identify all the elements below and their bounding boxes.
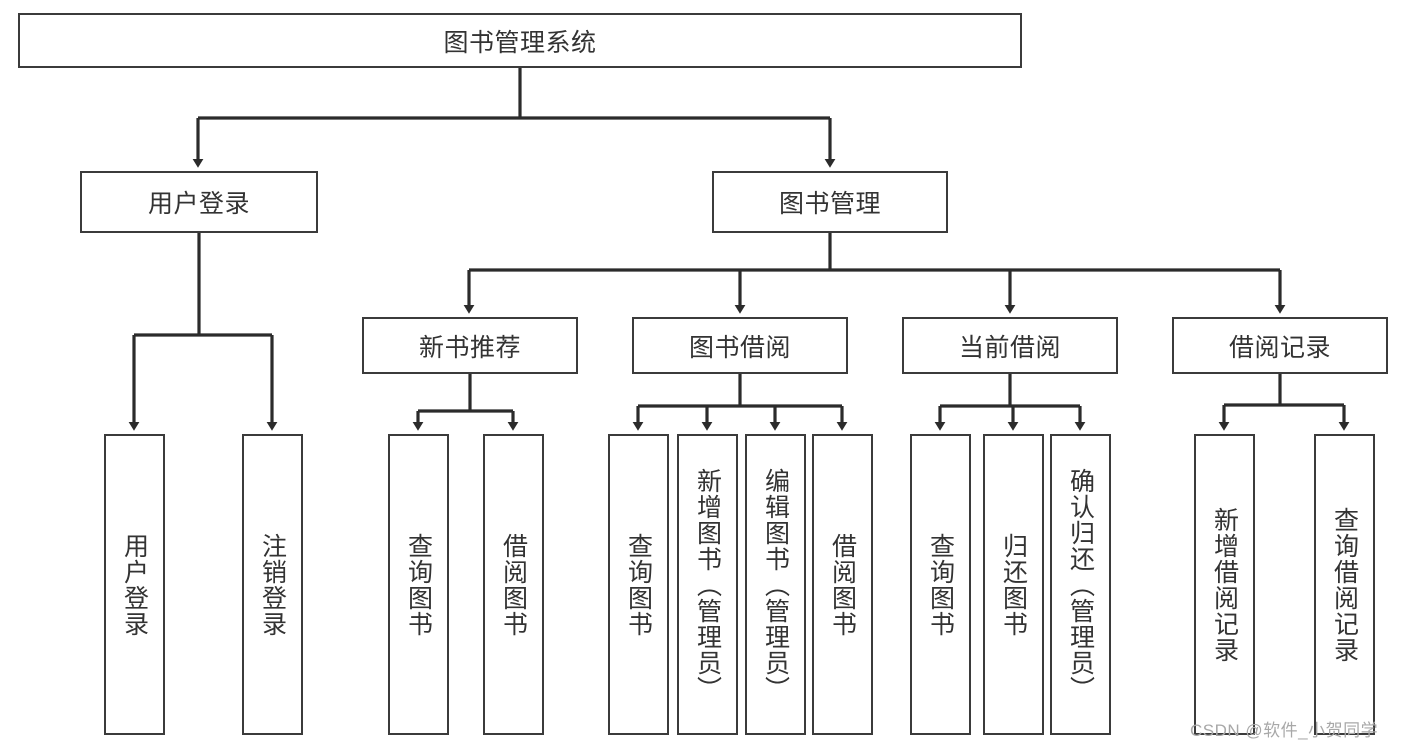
node-label: 新增图书（管理员）	[693, 467, 722, 702]
node-borrow-records[interactable]: 借阅记录	[1172, 317, 1388, 374]
node-label: 查询图书	[404, 532, 433, 637]
leaf-add-book-admin[interactable]: 新增图书（管理员）	[677, 434, 738, 735]
leaf-logout-login[interactable]: 注销登录	[242, 434, 303, 735]
node-label: 新增借阅记录	[1210, 506, 1239, 663]
leaf-query-book-current[interactable]: 查询图书	[910, 434, 971, 735]
leaf-query-borrow-record[interactable]: 查询借阅记录	[1314, 434, 1375, 735]
node-user-login[interactable]: 用户登录	[80, 171, 318, 233]
leaf-edit-book-admin[interactable]: 编辑图书（管理员）	[745, 434, 806, 735]
leaf-confirm-return-admin[interactable]: 确认归还（管理员）	[1050, 434, 1111, 735]
node-new-book-recommend[interactable]: 新书推荐	[362, 317, 578, 374]
node-book-borrow[interactable]: 图书借阅	[632, 317, 848, 374]
leaf-add-borrow-record[interactable]: 新增借阅记录	[1194, 434, 1255, 735]
node-label: 借阅图书	[828, 532, 857, 637]
node-label: 借阅图书	[499, 532, 528, 637]
node-label: 用户登录	[120, 532, 149, 637]
node-label: 查询图书	[926, 532, 955, 637]
node-label: 查询借阅记录	[1330, 506, 1359, 663]
node-label: 确认归还（管理员）	[1066, 467, 1095, 702]
node-label: 新书推荐	[418, 333, 521, 362]
node-label: 用户登录	[147, 190, 250, 218]
leaf-user-login[interactable]: 用户登录	[104, 434, 165, 735]
node-book-management[interactable]: 图书管理	[712, 171, 948, 233]
node-label: 归还图书	[999, 532, 1028, 637]
node-label: 当前借阅	[958, 333, 1061, 362]
leaf-borrow-book-recommend[interactable]: 借阅图书	[483, 434, 544, 735]
leaf-query-book-recommend[interactable]: 查询图书	[388, 434, 449, 735]
watermark: CSDN @软件_小贺同学	[1190, 721, 1379, 740]
node-label: 借阅记录	[1228, 333, 1331, 362]
leaf-query-book-borrow[interactable]: 查询图书	[608, 434, 669, 735]
node-current-borrow[interactable]: 当前借阅	[902, 317, 1118, 374]
node-label: 编辑图书（管理员）	[761, 467, 790, 702]
node-label: 图书管理系统	[443, 28, 597, 57]
leaf-return-book[interactable]: 归还图书	[983, 434, 1044, 735]
node-root[interactable]: 图书管理系统	[18, 13, 1022, 68]
node-label: 注销登录	[258, 532, 287, 637]
node-label: 图书管理	[778, 190, 881, 218]
node-label: 图书借阅	[688, 333, 791, 362]
leaf-borrow-book[interactable]: 借阅图书	[812, 434, 873, 735]
node-label: 查询图书	[624, 532, 653, 637]
